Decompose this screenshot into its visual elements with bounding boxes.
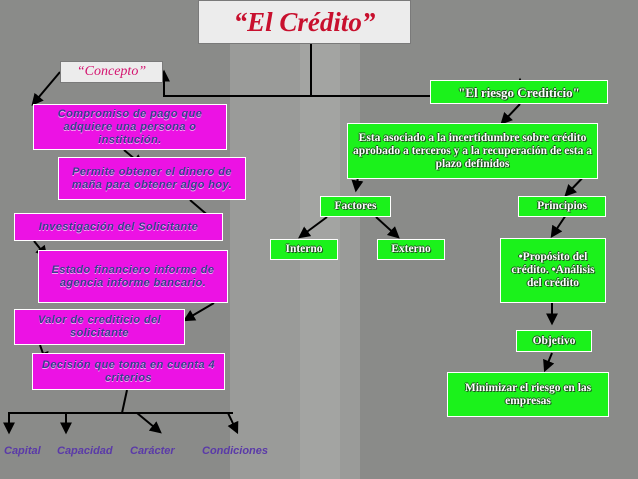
link-caracter [136, 412, 162, 434]
link-concept-item1 [31, 71, 61, 106]
link-factors-interno [298, 216, 328, 239]
objective-node: Objetivo [516, 330, 592, 352]
factor-externo: Externo [377, 239, 445, 260]
link-objective-goal [543, 352, 555, 373]
link-condiciones [227, 412, 239, 435]
link-title-concept [158, 44, 312, 97]
criterion-caracter: Carácter [130, 445, 175, 457]
criterion-capital: Capital [4, 445, 41, 457]
objective-goal-node: Minimizar el riesgo en las empresas [447, 372, 609, 417]
concept-item-investigation: Investigación del Solicitante [14, 213, 223, 241]
concept-node: “Concepto” [60, 61, 163, 83]
link-item4-item5 [182, 302, 215, 322]
concept-item-credit-value: Valor de crediticio del solicitante [14, 309, 185, 345]
principles-list: •Propósito del crédito. •Análisis del cr… [500, 238, 606, 303]
risk-title-node: "El riesgo Crediticio" [430, 80, 608, 104]
factors-node: Factores [320, 196, 391, 217]
concept-item-purpose: Permite obtener el dinero de maña para o… [58, 157, 246, 200]
concept-item-financial-report: Estado financiero informe de agencia inf… [38, 250, 228, 303]
link-item6-branch [121, 389, 128, 414]
concept-item-definition: Compromiso de pago que adquiere una pers… [33, 104, 227, 150]
principles-node: Principios [518, 196, 606, 217]
link-factors-externo [375, 216, 400, 239]
criterion-capacidad: Capacidad [57, 445, 113, 457]
factor-interno: Interno [270, 239, 338, 260]
link-principles-list [550, 214, 567, 238]
risk-description-node: Esta asociado a la incertidumbre sobre c… [347, 123, 598, 179]
concept-item-decision: Decisión que toma en cuenta 4 criterios [32, 353, 225, 390]
link-risk-desc [500, 103, 521, 125]
main-title: “El Crédito” [198, 0, 411, 44]
criterion-condiciones: Condiciones [202, 445, 269, 457]
